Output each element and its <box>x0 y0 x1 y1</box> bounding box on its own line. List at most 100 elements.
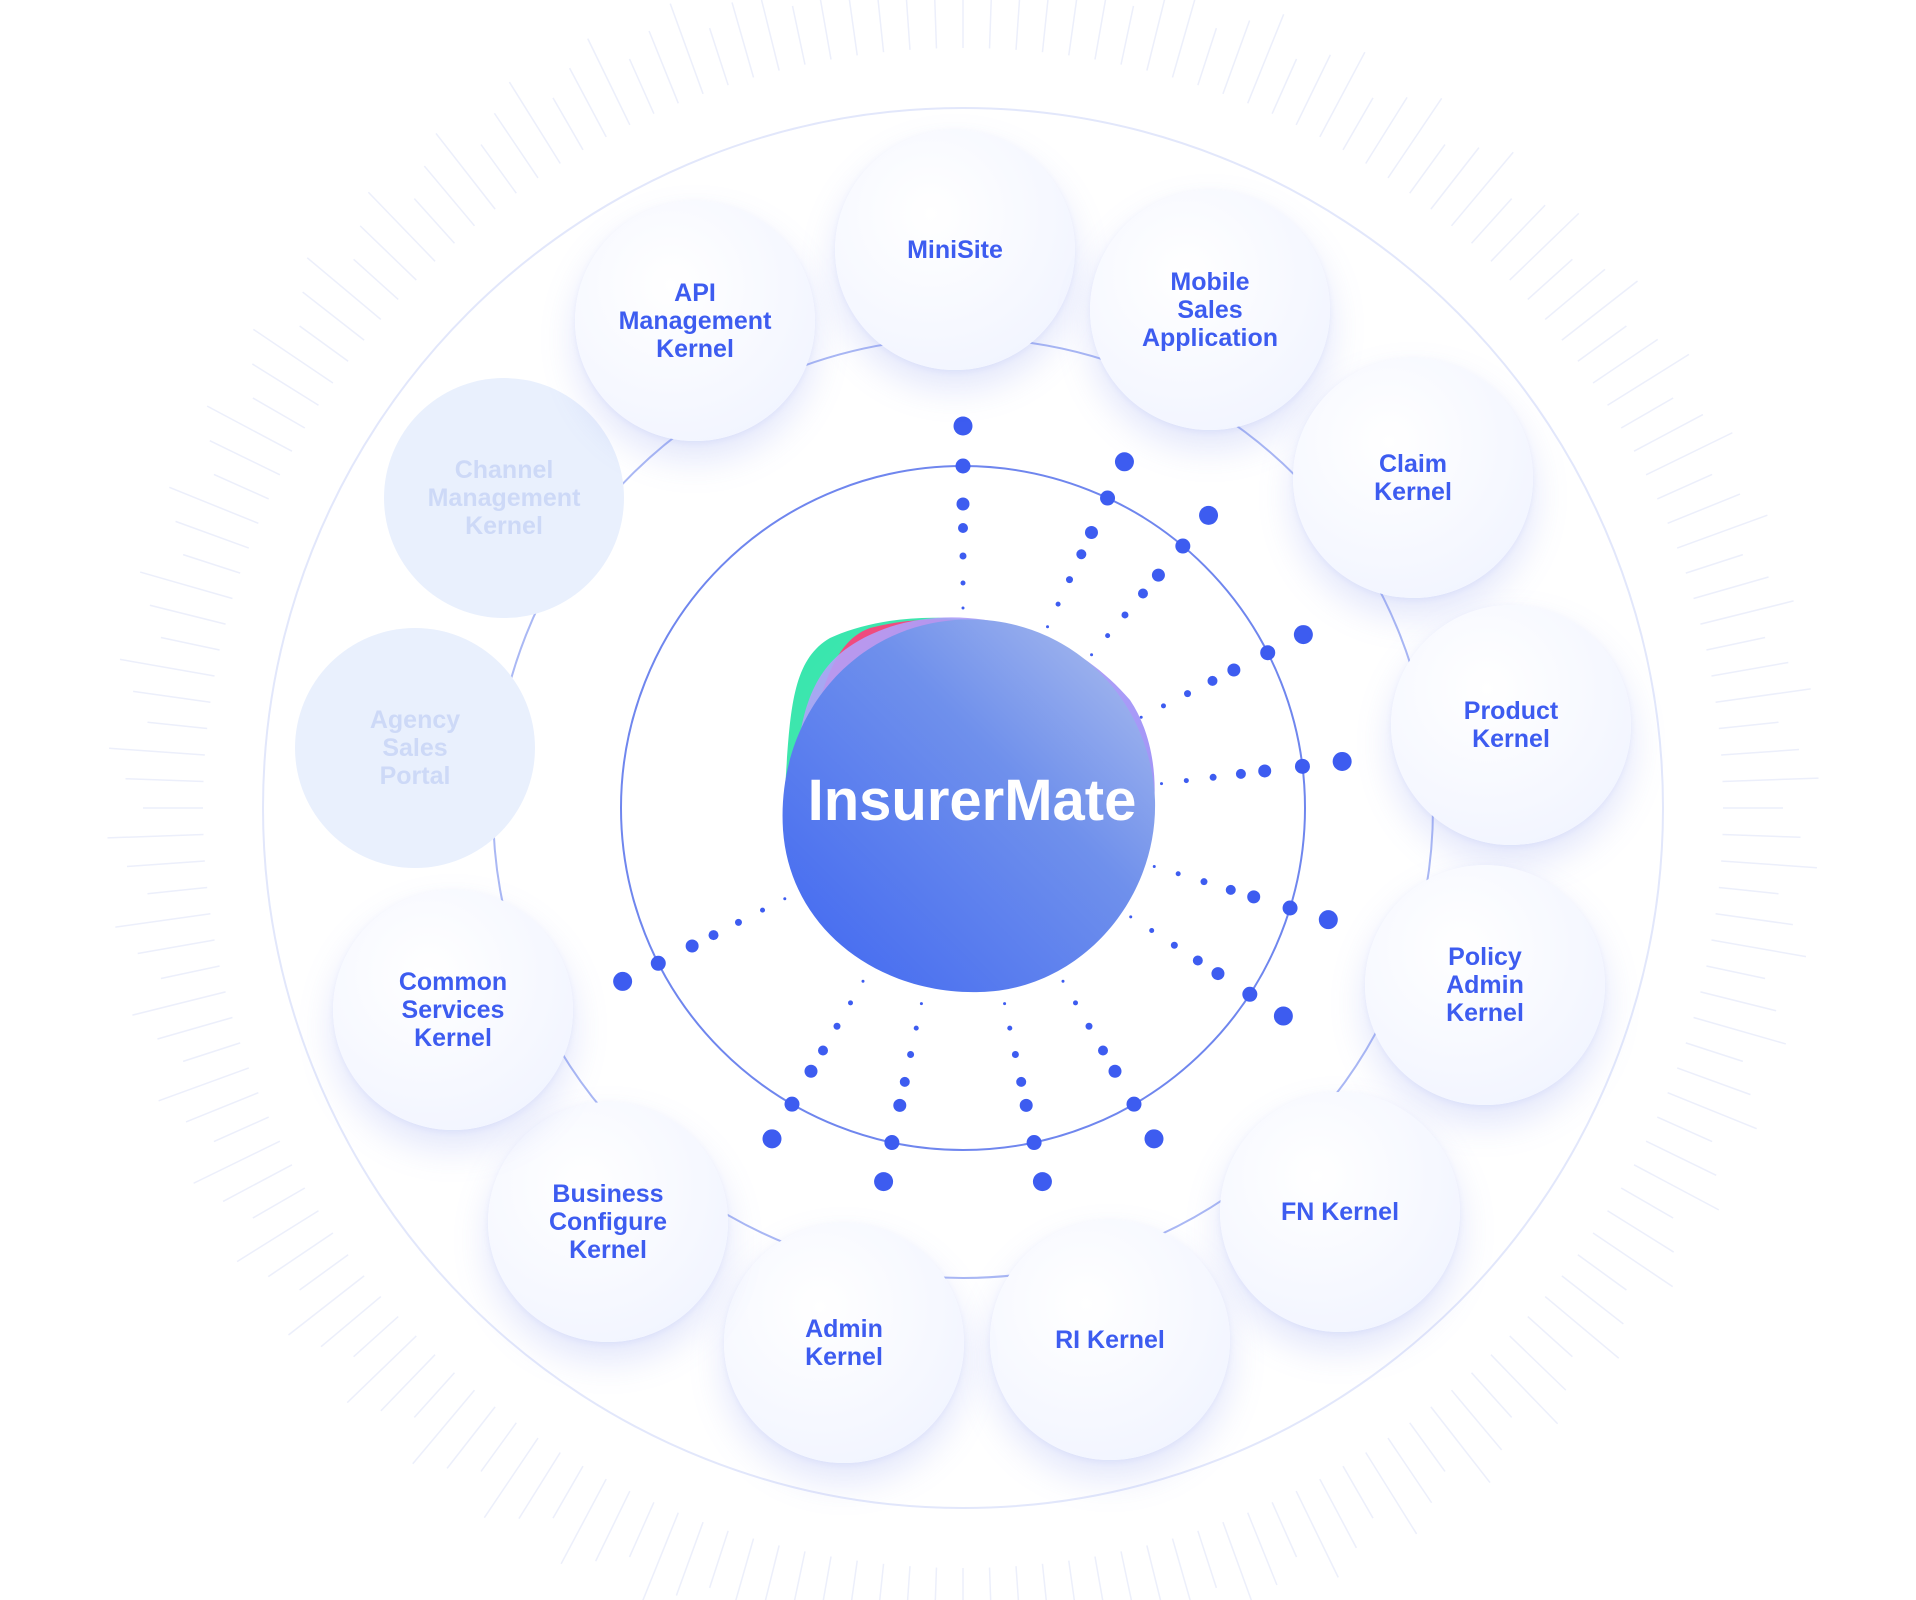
node-product-kernel[interactable]: Product Kernel <box>1391 605 1631 845</box>
background-ray <box>413 1372 456 1418</box>
background-ray <box>1247 14 1285 104</box>
connection-dot <box>874 1172 894 1192</box>
connection-dot <box>1105 633 1111 639</box>
background-ray <box>1544 1295 1620 1359</box>
background-ray <box>252 328 334 384</box>
background-ray <box>1715 913 1793 926</box>
connection-dot <box>818 1045 828 1056</box>
center-blob <box>782 617 1156 993</box>
background-ray <box>1409 144 1446 194</box>
background-ray <box>132 991 226 1016</box>
node-agency-sales-portal[interactable]: Agency Sales Portal <box>295 628 535 868</box>
connection-dot <box>893 1098 907 1112</box>
background-ray <box>1700 991 1777 1012</box>
background-ray <box>149 604 226 625</box>
connection-dot <box>1032 1172 1052 1192</box>
node-ri-kernel[interactable]: RI Kernel <box>990 1220 1230 1460</box>
background-ray <box>1607 353 1690 406</box>
background-ray <box>1295 1490 1339 1578</box>
node-admin-kernel[interactable]: Admin Kernel <box>724 1223 964 1463</box>
connection-dot <box>1046 625 1050 629</box>
background-ray <box>1490 1354 1559 1425</box>
background-ray <box>126 860 205 868</box>
background-ray <box>819 0 832 60</box>
background-ray <box>435 133 496 210</box>
node-policy-admin-kernel[interactable]: Policy Admin Kernel <box>1365 865 1605 1105</box>
connection-dot <box>1293 625 1313 645</box>
background-ray <box>412 1389 476 1465</box>
background-ray <box>133 690 211 703</box>
connection-dot <box>1183 778 1189 784</box>
background-ray <box>115 913 211 928</box>
background-ray <box>934 0 938 49</box>
background-ray <box>1700 600 1794 625</box>
background-ray <box>560 1478 607 1565</box>
background-ray <box>708 1530 729 1589</box>
background-ray <box>1041 0 1049 53</box>
background-ray <box>182 553 241 574</box>
background-ray <box>1561 280 1638 341</box>
background-ray <box>1676 1067 1751 1096</box>
connection-dot <box>1026 1135 1042 1151</box>
node-channel-management-kernel[interactable]: Channel Management Kernel <box>384 378 624 618</box>
background-ray <box>1319 51 1366 138</box>
connection-dot <box>1007 1025 1013 1031</box>
background-ray <box>1718 721 1779 730</box>
connection-dot <box>1144 1129 1164 1149</box>
background-ray <box>1577 325 1627 362</box>
background-ray <box>594 1490 631 1562</box>
background-ray <box>822 1556 832 1600</box>
node-business-configure-kernel[interactable]: Business Configure Kernel <box>488 1102 728 1342</box>
connection-dot <box>961 606 965 610</box>
connection-dot <box>1152 864 1156 868</box>
background-ray <box>1222 1521 1253 1600</box>
background-ray <box>628 58 655 115</box>
connection-dot <box>1175 538 1191 554</box>
node-mobile-sales-application[interactable]: Mobile Sales Application <box>1090 190 1330 430</box>
connection-dot <box>1207 675 1218 686</box>
background-ray <box>137 939 215 955</box>
connection-dot <box>650 955 666 971</box>
background-ray <box>1645 432 1733 476</box>
node-label: Mobile Sales Application <box>1141 268 1279 352</box>
connection-dot <box>762 1129 782 1149</box>
node-label: Policy Admin Kernel <box>1446 943 1524 1027</box>
background-ray <box>359 225 417 281</box>
background-ray <box>1721 748 1800 756</box>
node-fn-kernel[interactable]: FN Kernel <box>1220 1092 1460 1332</box>
background-ray <box>1577 1254 1627 1291</box>
background-ray <box>675 1521 704 1596</box>
connection-dot <box>1211 967 1225 981</box>
background-ray <box>446 1406 496 1469</box>
background-ray <box>1509 1335 1567 1391</box>
node-label: Channel Management Kernel <box>427 456 581 540</box>
background-ray <box>1197 1530 1218 1589</box>
background-ray <box>1146 0 1166 71</box>
connection-dot <box>1073 1000 1078 1006</box>
background-ray <box>1592 338 1659 384</box>
connection-dot <box>1121 611 1129 619</box>
connection-dot <box>833 1022 841 1030</box>
background-ray <box>735 1538 755 1600</box>
background-ray <box>1620 397 1674 429</box>
background-ray <box>1387 97 1443 179</box>
background-ray <box>1387 1437 1433 1504</box>
background-ray <box>306 257 382 321</box>
background-ray <box>413 198 456 244</box>
node-claim-kernel[interactable]: Claim Kernel <box>1293 358 1533 598</box>
background-ray <box>1120 5 1135 65</box>
connection-dot <box>1260 645 1276 661</box>
background-ray <box>169 486 259 524</box>
background-ray <box>1685 553 1744 574</box>
node-minisite[interactable]: MiniSite <box>835 130 1075 370</box>
blob-blue <box>782 619 1156 993</box>
connection-dot <box>1003 1002 1007 1006</box>
background-ray <box>206 405 293 452</box>
background-ray <box>493 112 539 179</box>
connection-dot <box>1084 525 1098 539</box>
node-api-management-kernel[interactable]: API Management Kernel <box>575 201 815 441</box>
background-ray <box>423 165 476 227</box>
connection-dots <box>613 416 1352 1192</box>
node-common-services-kernel[interactable]: Common Services Kernel <box>333 890 573 1130</box>
